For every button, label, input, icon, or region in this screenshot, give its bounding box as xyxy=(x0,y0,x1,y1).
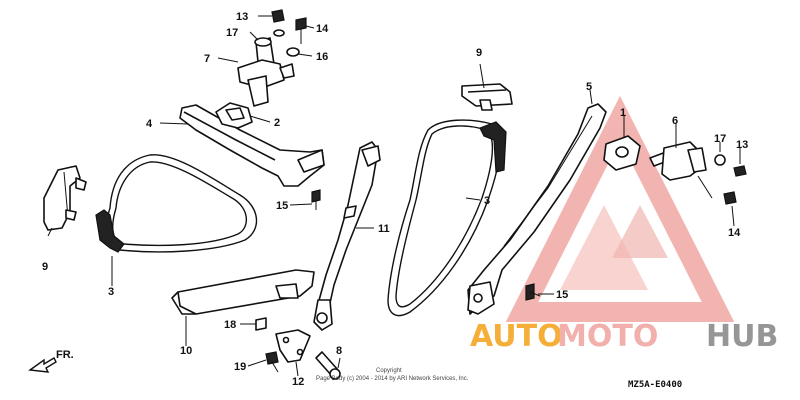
leader-lines xyxy=(47,15,741,377)
chain-guide-10 xyxy=(171,269,315,315)
bolt-19 xyxy=(265,351,279,373)
copyright-line-1: Copyright xyxy=(376,368,402,374)
watermark-moto: MOTO xyxy=(557,319,658,354)
watermark-wordmark: AUTO MOTO HUB xyxy=(470,319,778,354)
bolt-14-top xyxy=(286,17,307,57)
front-label: FR. xyxy=(56,349,74,361)
callout-9-left: 9 xyxy=(42,261,48,273)
bolt-15-left xyxy=(311,189,321,210)
chain-links-right xyxy=(479,121,507,173)
callout-17: 17 xyxy=(226,27,238,39)
callout-15-left: 15 xyxy=(276,200,288,212)
callout-1: 1 xyxy=(620,107,626,119)
callout-16: 16 xyxy=(316,51,328,63)
bolt-13-top xyxy=(271,9,285,37)
callout-18: 18 xyxy=(224,319,236,331)
callout-5: 5 xyxy=(586,81,592,93)
chain-guide-5 xyxy=(467,103,607,315)
chain-guide-9-right xyxy=(461,83,513,111)
pin-18 xyxy=(255,317,267,331)
tensioner-arm-4 xyxy=(179,104,325,187)
callout-13-right: 13 xyxy=(736,139,748,151)
callout-6: 6 xyxy=(672,115,678,127)
callout-19: 19 xyxy=(234,361,246,373)
chain-guide-11 xyxy=(313,141,381,331)
callout-2: 2 xyxy=(274,117,280,129)
callout-13: 13 xyxy=(236,11,248,23)
callout-14-right: 14 xyxy=(728,227,741,239)
callout-11: 11 xyxy=(378,223,390,235)
bolt-15-right xyxy=(525,283,541,301)
watermark-logo xyxy=(505,95,735,322)
watermark-hub: HUB xyxy=(706,319,778,354)
callout-17-right: 17 xyxy=(714,133,726,145)
watermark-auto: AUTO xyxy=(470,319,563,354)
tensioner-lifter-7 xyxy=(237,37,295,107)
callout-3-left: 3 xyxy=(108,286,114,298)
callout-4: 4 xyxy=(146,118,153,130)
callout-10: 10 xyxy=(180,345,192,357)
copyright-line-2: Page Body (c) 2004 - 2014 by ARI Network… xyxy=(316,376,469,382)
gasket-1 xyxy=(603,135,641,171)
callout-8: 8 xyxy=(336,345,342,357)
tensioner-lifter-6 xyxy=(649,141,747,205)
callout-14: 14 xyxy=(316,23,329,35)
callout-7: 7 xyxy=(204,53,210,65)
callout-12: 12 xyxy=(292,376,304,388)
callout-15-right: 15 xyxy=(556,289,568,301)
callout-3-right: 3 xyxy=(484,195,490,207)
bracket-12 xyxy=(275,329,311,363)
chain-links-left xyxy=(95,209,125,253)
gasket-2 xyxy=(215,102,253,129)
callout-numbers: 13 14 17 16 7 2 4 9 3 15 11 9 3 5 1 6 17… xyxy=(42,11,748,388)
callout-9-right: 9 xyxy=(476,47,482,59)
front-arrow: FR. xyxy=(28,349,74,373)
diagram-code: MZ5A-E0400 xyxy=(628,380,682,390)
pivot-bolt-8 xyxy=(315,351,341,380)
chain-guide-9-left xyxy=(43,165,87,231)
